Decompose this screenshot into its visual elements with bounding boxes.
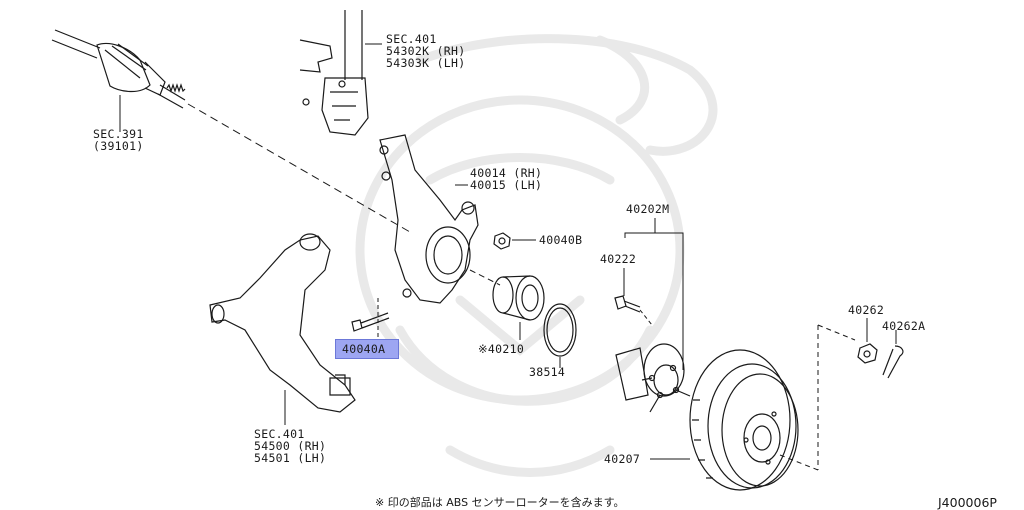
diagram-reference-code: J400006P: [938, 495, 997, 510]
callout-sec401-strut-title: SEC.401: [386, 32, 437, 46]
callout-knuckle: 40014 (RH) 40015 (LH): [470, 167, 542, 191]
callout-sec401-arm-title: SEC.401: [254, 427, 305, 441]
shaft-axis-line: [187, 103, 411, 233]
nut-40040b-part: [493, 232, 511, 250]
callout-40210: ※40210: [478, 342, 525, 356]
callout-sec391-partno: (39101): [93, 139, 144, 153]
callout-40222: 40222: [600, 252, 637, 266]
dashed-bracket: [779, 324, 856, 471]
callout-40040b: 40040B: [539, 233, 583, 247]
callout-knuckle-lh: 40015 (LH): [470, 178, 543, 192]
callout-sec401-arm-lh: 54501 (LH): [254, 451, 327, 465]
stud-axis-line: [639, 309, 653, 326]
callout-sec391-title: SEC.391: [93, 127, 144, 141]
steering-knuckle: [379, 134, 479, 304]
callout-knuckle-rh: 40014 (RH): [470, 166, 543, 180]
callout-sec401-strut-lh: 54303K (LH): [386, 56, 466, 70]
lock-nut-40262: [857, 343, 878, 364]
brake-rotor: [689, 349, 799, 491]
footnote-abs-sensor: ※ 印の部品は ABS センサーローターを含みます。: [375, 496, 625, 509]
wheel-bearing: [492, 275, 545, 321]
callout-38514: 38514: [529, 365, 566, 379]
callout-40207: 40207: [604, 452, 641, 466]
cotter-pin-40262a: [882, 345, 904, 379]
callout-sec401-arm: SEC.401 54500 (RH) 54501 (LH): [254, 428, 326, 464]
strut-assembly: [299, 10, 369, 136]
callout-sec401-arm-rh: 54500 (RH): [254, 439, 327, 453]
callout-40040a: 40040A: [342, 342, 386, 356]
hub-axis-line: [469, 269, 501, 286]
callout-sec391: SEC.391 (39101): [93, 128, 144, 152]
highlighted-part-40040a[interactable]: 40040A: [335, 339, 399, 359]
callout-sec401-strut: SEC.401 54302K (RH) 54303K (LH): [386, 33, 465, 69]
hub-stud: [614, 295, 641, 313]
drive-shaft: [51, 29, 186, 109]
hub-assembly-bracket: [623, 218, 684, 370]
wheel-hub: [615, 343, 691, 413]
callout-40262a: 40262A: [882, 319, 926, 333]
watermark-emblem: [355, 34, 718, 477]
callout-sec401-strut-rh: 54302K (RH): [386, 44, 466, 58]
lower-control-arm: [209, 233, 356, 413]
callout-40262: 40262: [848, 303, 885, 317]
bolt-40040a-part: [351, 312, 390, 332]
snap-ring: [543, 303, 577, 357]
callout-40202m: 40202M: [626, 202, 670, 216]
